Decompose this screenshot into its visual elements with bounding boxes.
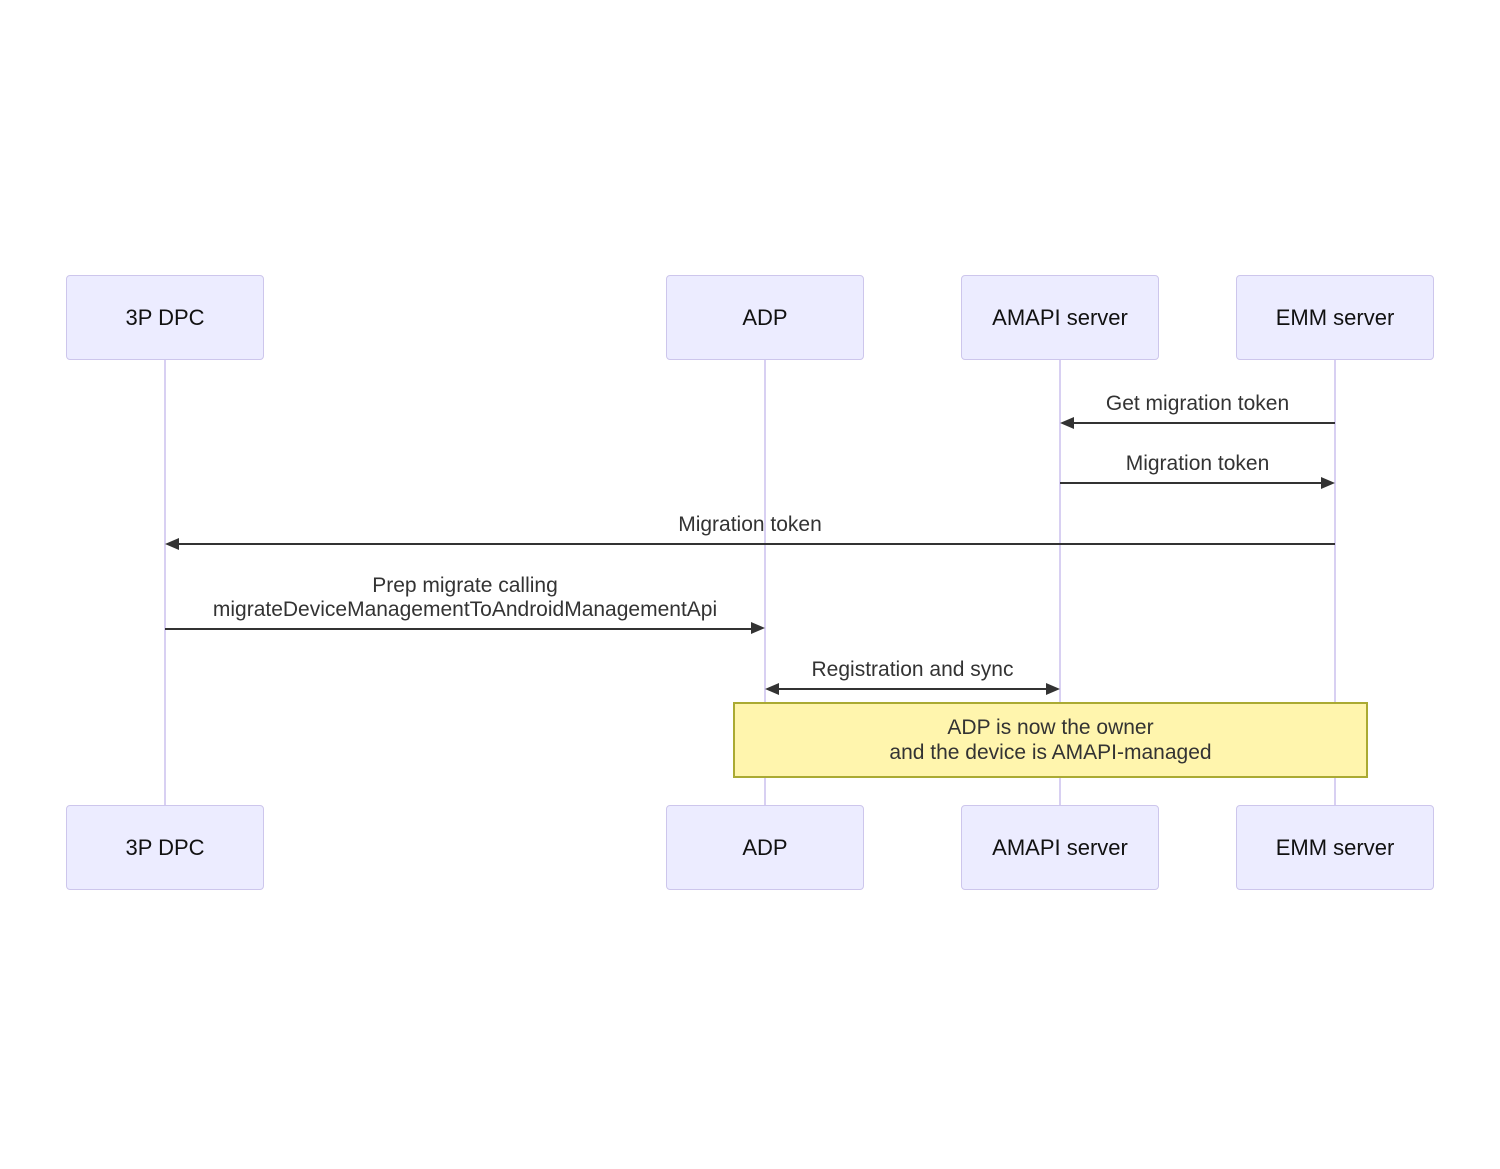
message-1-line xyxy=(1072,422,1335,424)
actor-bottom-amapi-server: AMAPI server xyxy=(961,805,1159,890)
message-4-arrowhead-right-icon xyxy=(751,622,765,634)
actor-bottom-emm-server: EMM server xyxy=(1236,805,1434,890)
message-5-arrowhead-right-icon xyxy=(1046,683,1060,695)
lifeline-3p-dpc xyxy=(164,360,166,805)
actor-bottom-3p-dpc: 3P DPC xyxy=(66,805,264,890)
message-5-arrowhead-left-icon xyxy=(765,683,779,695)
lifeline-amapi-server xyxy=(1059,360,1061,805)
message-1-label: Get migration token xyxy=(1105,392,1290,415)
message-2-arrowhead-right-icon xyxy=(1321,477,1335,489)
message-2-label: Migration token xyxy=(1125,452,1270,475)
note-line-1: ADP is now the owner xyxy=(947,716,1154,739)
message-4-label: Prep migrate calling migrateDeviceManage… xyxy=(165,574,765,622)
actor-bottom-adp: ADP xyxy=(666,805,864,890)
actor-top-adp: ADP xyxy=(666,275,864,360)
message-3-arrowhead-left-icon xyxy=(165,538,179,550)
lifeline-emm-server xyxy=(1334,360,1336,805)
message-4-line xyxy=(165,628,753,630)
message-5-line xyxy=(777,688,1048,690)
message-4-label-line-2: migrateDeviceManagementToAndroidManageme… xyxy=(212,598,718,621)
message-5-label: Registration and sync xyxy=(811,658,1014,681)
actor-top-emm-server: EMM server xyxy=(1236,275,1434,360)
message-1-arrowhead-left-icon xyxy=(1060,417,1074,429)
message-3-line xyxy=(177,543,1335,545)
actor-top-3p-dpc: 3P DPC xyxy=(66,275,264,360)
message-3-label: Migration token xyxy=(678,513,822,536)
message-4-label-line-1: Prep migrate calling xyxy=(372,574,558,597)
note-line-2: and the device is AMAPI-managed xyxy=(889,741,1212,764)
message-2-line xyxy=(1060,482,1321,484)
note: ADP is now the owner and the device is A… xyxy=(733,702,1368,778)
actor-top-amapi-server: AMAPI server xyxy=(961,275,1159,360)
lifeline-adp xyxy=(764,360,766,805)
